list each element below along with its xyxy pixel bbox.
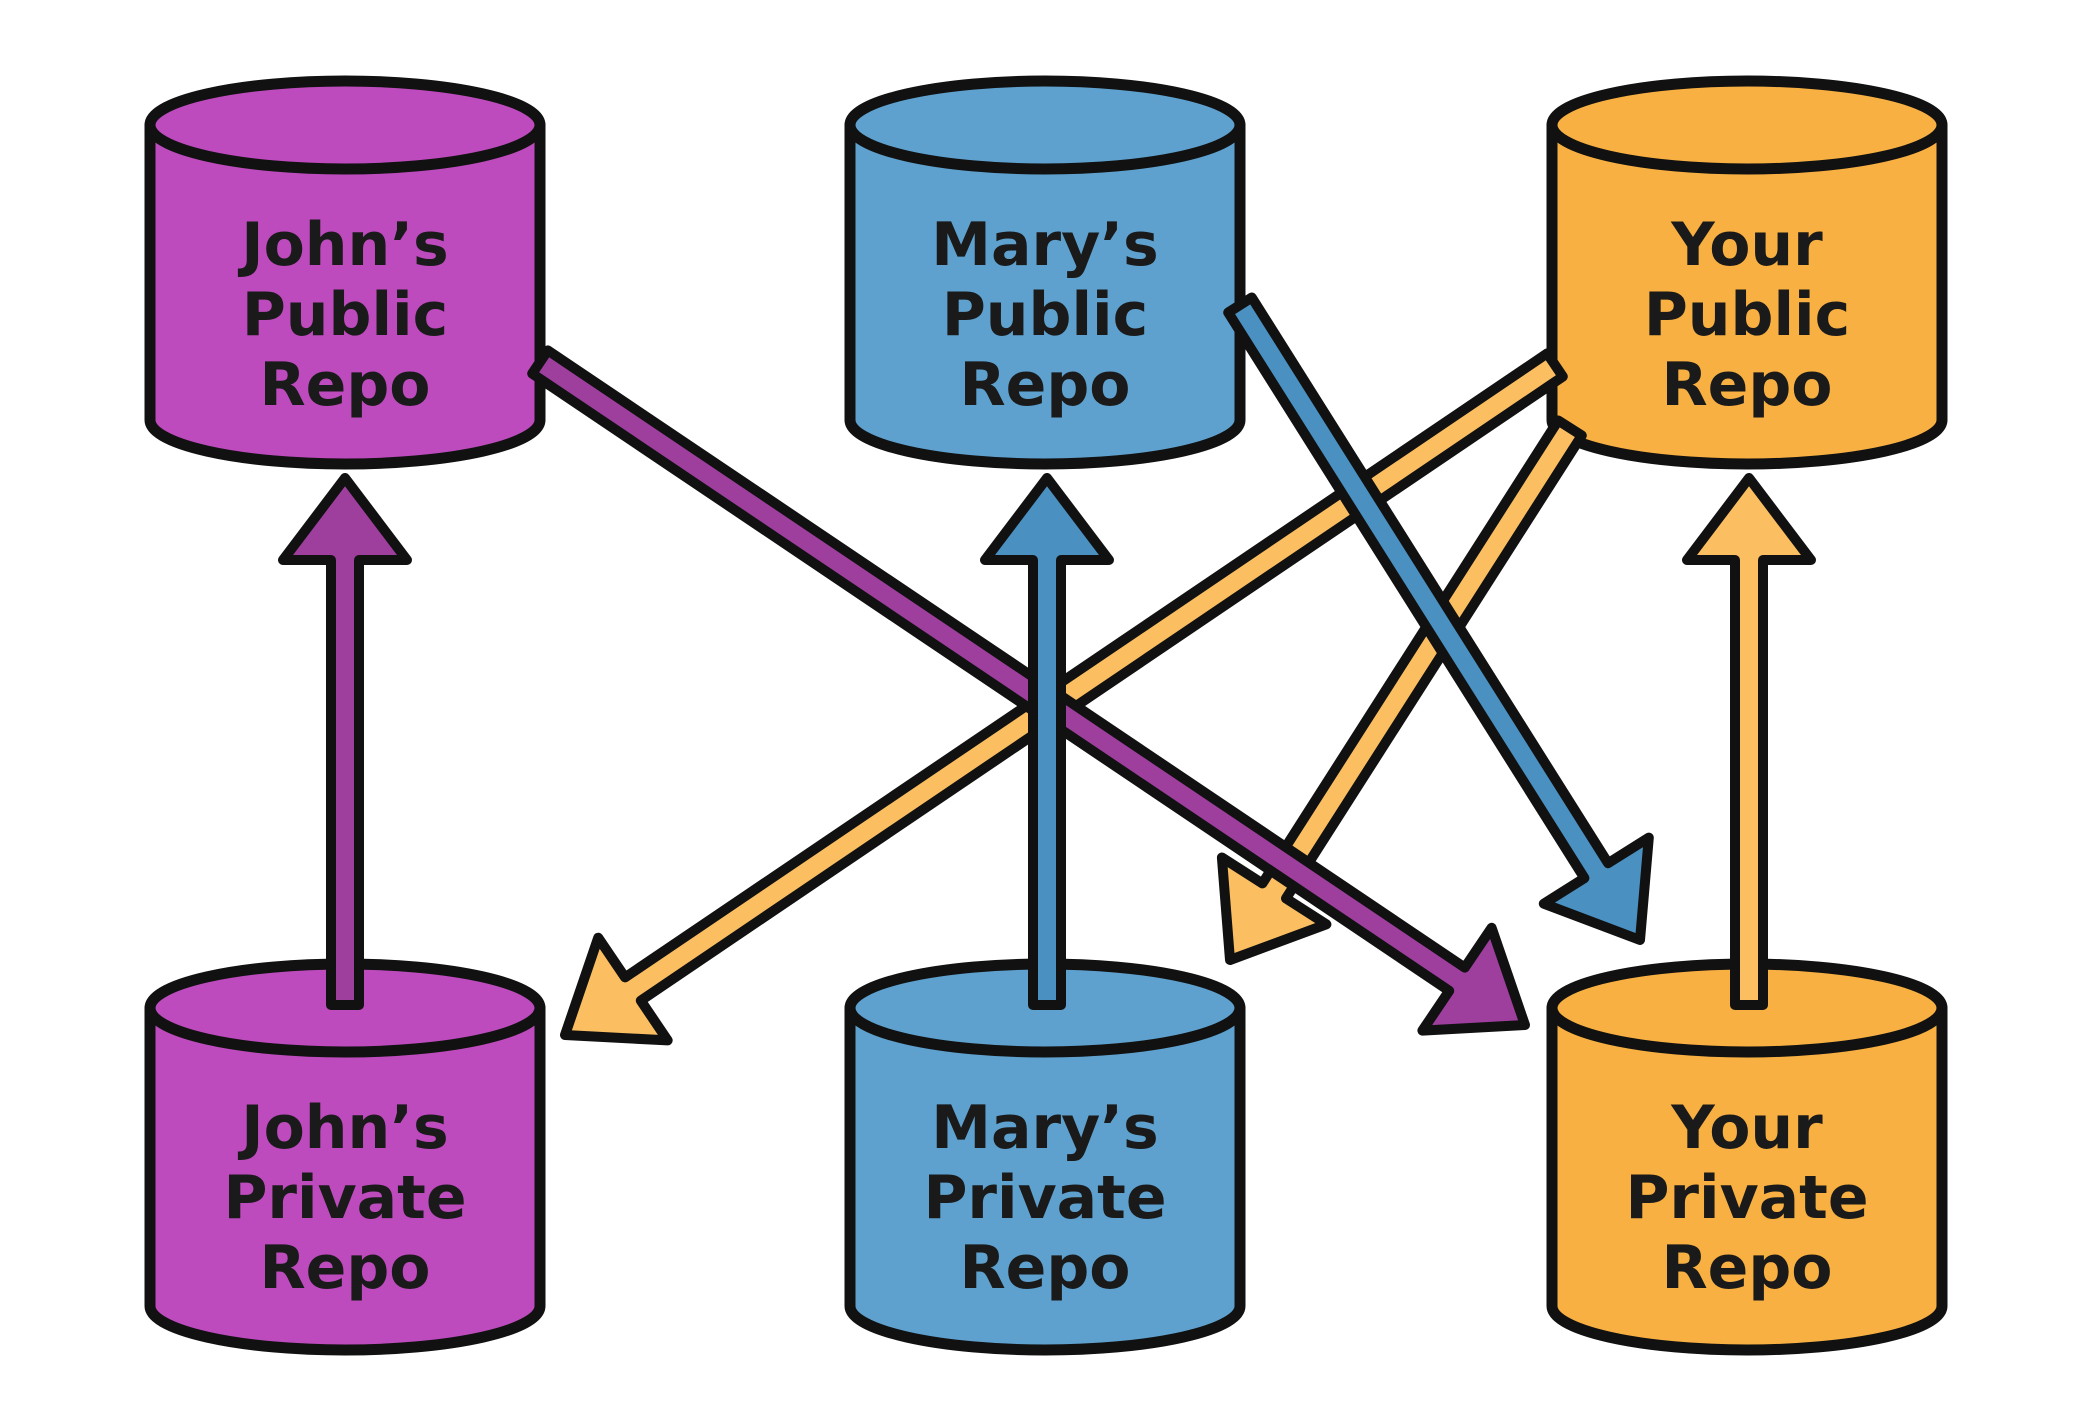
repo-label-line: Private (923, 1163, 1166, 1233)
repo-label-line: Repo (959, 350, 1130, 420)
repo-label-line: Private (223, 1163, 466, 1233)
cylinder-top (1546, 75, 1948, 175)
repo-label-line: John’s (237, 1093, 448, 1163)
arrow-mary-push (980, 473, 1114, 1010)
arrow-your-to-mary-private (1216, 415, 1587, 965)
repo-label-line: Your (1670, 1093, 1823, 1163)
repo-label-line: Public (1644, 280, 1850, 350)
repo-label-line: Public (942, 280, 1148, 350)
arrows (278, 292, 1816, 1046)
repo-label-line: Repo (1661, 350, 1832, 420)
arrow-mary-to-your-private (1223, 292, 1654, 945)
repo-label-line: Repo (959, 1233, 1130, 1303)
repo-label-line: John’s (237, 210, 448, 280)
repo-label-line: Public (242, 280, 448, 350)
cylinder-body (144, 119, 546, 470)
repo-label-line: Your (1670, 210, 1823, 280)
repo-label-line: Repo (1661, 1233, 1832, 1303)
cylinder-body (844, 119, 1246, 470)
cylinder-top (144, 75, 546, 175)
repo-label-line: Mary’s (931, 1093, 1158, 1163)
repo-label-line: Repo (259, 1233, 430, 1303)
repo-label-line: Repo (259, 350, 430, 420)
arrow-john-push (278, 473, 412, 1010)
repo-label-line: Mary’s (931, 210, 1158, 280)
arrow-your-push (1682, 473, 1816, 1010)
cylinder-body (844, 1002, 1246, 1356)
cylinder-body (1546, 1002, 1948, 1356)
cylinder-body (144, 1002, 546, 1356)
cylinder-top (844, 75, 1246, 175)
repo-label-line: Private (1625, 1163, 1868, 1233)
